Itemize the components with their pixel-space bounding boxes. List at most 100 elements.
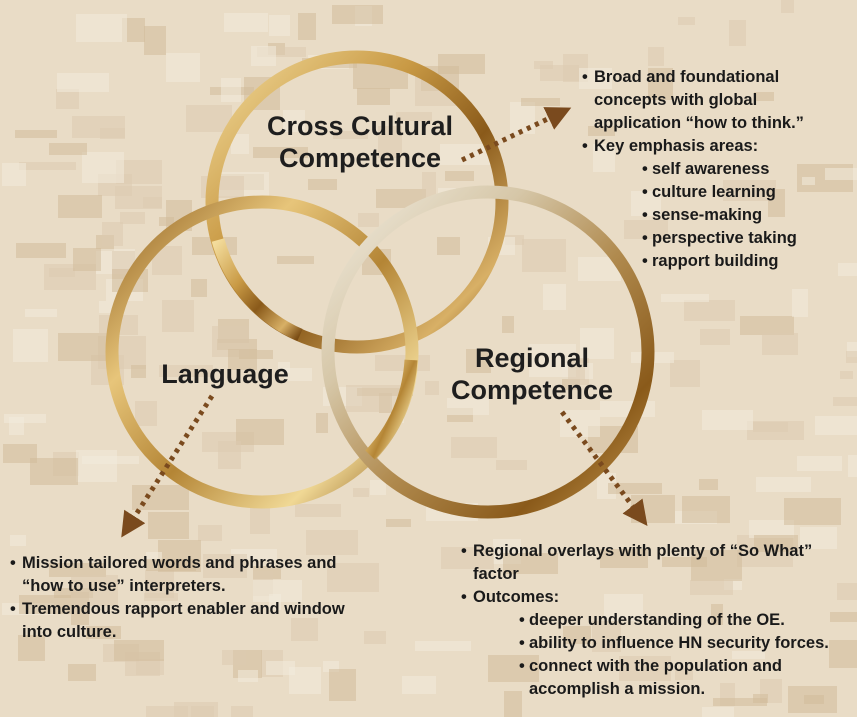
language-points: Mission tailored words and phrases and “…	[22, 552, 357, 644]
regional-title: Regional Competence	[432, 342, 632, 406]
camo-patch	[425, 381, 439, 395]
camo-patch	[295, 504, 341, 517]
camo-patch	[702, 707, 734, 717]
camo-patch	[670, 360, 700, 387]
camo-patch	[19, 162, 76, 170]
camo-patch	[451, 437, 497, 458]
camo-patch	[49, 143, 87, 155]
camo-patch	[250, 505, 270, 534]
camo-patch	[30, 458, 78, 485]
camo-patch	[269, 15, 290, 36]
camo-patch	[830, 612, 857, 622]
camo-patch	[521, 98, 560, 106]
camo-patch	[540, 65, 579, 81]
camo-patch	[502, 316, 514, 333]
camo-patch	[781, 0, 794, 13]
list-item: Key emphasis areas:	[594, 135, 844, 158]
camo-patch	[277, 256, 314, 264]
camo-patch	[358, 213, 379, 227]
camo-patch	[386, 519, 411, 527]
camo-patch	[364, 631, 386, 644]
camo-patch	[102, 222, 123, 246]
camo-patch	[323, 661, 339, 672]
camo-patch	[238, 670, 258, 682]
camo-patch	[76, 14, 127, 42]
camo-patch	[522, 239, 566, 272]
camo-patch	[251, 46, 276, 66]
ring-regional	[321, 185, 655, 519]
regional-points: Regional overlays with plenty of “So Wha…	[473, 540, 843, 609]
camo-patch	[236, 419, 284, 445]
camo-patch	[568, 360, 585, 380]
camo-patch	[13, 329, 48, 362]
camo-patch	[224, 13, 268, 32]
camo-patch	[122, 18, 145, 42]
language-title: Language	[150, 358, 300, 390]
list-item: Regional overlays with plenty of “So Wha…	[473, 540, 843, 586]
camo-patch	[58, 195, 102, 218]
camo-patch	[308, 179, 337, 190]
camo-patch	[222, 650, 246, 665]
outcomes-list: deeper understanding of the OE. ability …	[529, 609, 829, 701]
camo-patch	[440, 144, 491, 165]
camo-patch	[847, 342, 857, 357]
camo-patch	[682, 496, 730, 523]
camo-patch	[415, 641, 471, 651]
camo-patch	[608, 483, 662, 494]
camo-patch	[115, 186, 162, 209]
camo-patch	[159, 365, 213, 377]
cross-cultural-title-line1: Cross Cultural	[266, 111, 454, 141]
camo-patch	[283, 110, 305, 132]
ring-cross-cultural	[205, 50, 509, 354]
ring-language-overlap	[365, 359, 418, 460]
camo-patch	[402, 676, 436, 694]
camo-patch	[166, 53, 200, 82]
camo-patch	[298, 13, 316, 40]
camo-patch	[218, 441, 241, 469]
camo-patch	[15, 130, 57, 138]
camo-patch	[253, 147, 308, 158]
camo-patch	[829, 640, 857, 668]
camo-patch	[846, 351, 857, 363]
camo-patch	[815, 416, 857, 435]
camo-patch	[762, 333, 798, 355]
camo-patch	[496, 460, 527, 470]
camo-patch	[174, 702, 218, 717]
camo-patch	[4, 414, 46, 423]
camo-patch	[25, 309, 57, 317]
regional-title-line1: Regional	[474, 343, 589, 373]
language-notes: Mission tailored words and phrases and “…	[22, 552, 357, 644]
camo-patch	[76, 450, 117, 482]
cross-cultural-notes: Broad and foundational concepts with glo…	[594, 66, 844, 273]
camo-patch	[445, 171, 474, 181]
camo-patch	[840, 371, 853, 379]
camo-patch	[306, 530, 358, 555]
camo-patch	[543, 284, 566, 310]
camo-patch	[792, 289, 808, 317]
camo-patch	[329, 669, 356, 701]
arrow-cross-cultural	[460, 107, 572, 163]
camo-patch	[316, 413, 328, 433]
camo-patch	[57, 73, 109, 92]
camo-patch	[3, 444, 37, 463]
camo-patch	[146, 706, 188, 717]
camo-patch	[504, 691, 522, 717]
camo-patch	[784, 498, 841, 525]
camo-patch	[284, 368, 312, 381]
camo-patch	[332, 5, 383, 24]
camo-patch	[148, 512, 189, 539]
list-item: sense-making	[652, 204, 844, 227]
camo-patch	[357, 88, 390, 105]
camo-patch	[466, 349, 491, 373]
camo-patch	[56, 89, 79, 109]
list-item: connect with the population and accompli…	[529, 655, 829, 701]
camo-patch	[58, 333, 111, 361]
camo-patch	[370, 480, 386, 495]
camo-patch	[713, 698, 767, 706]
camo-patch	[848, 455, 857, 477]
camo-patch	[580, 328, 614, 359]
camo-patch	[132, 485, 189, 510]
list-item: Outcomes:	[473, 586, 843, 609]
list-item: perspective taking	[652, 227, 844, 250]
